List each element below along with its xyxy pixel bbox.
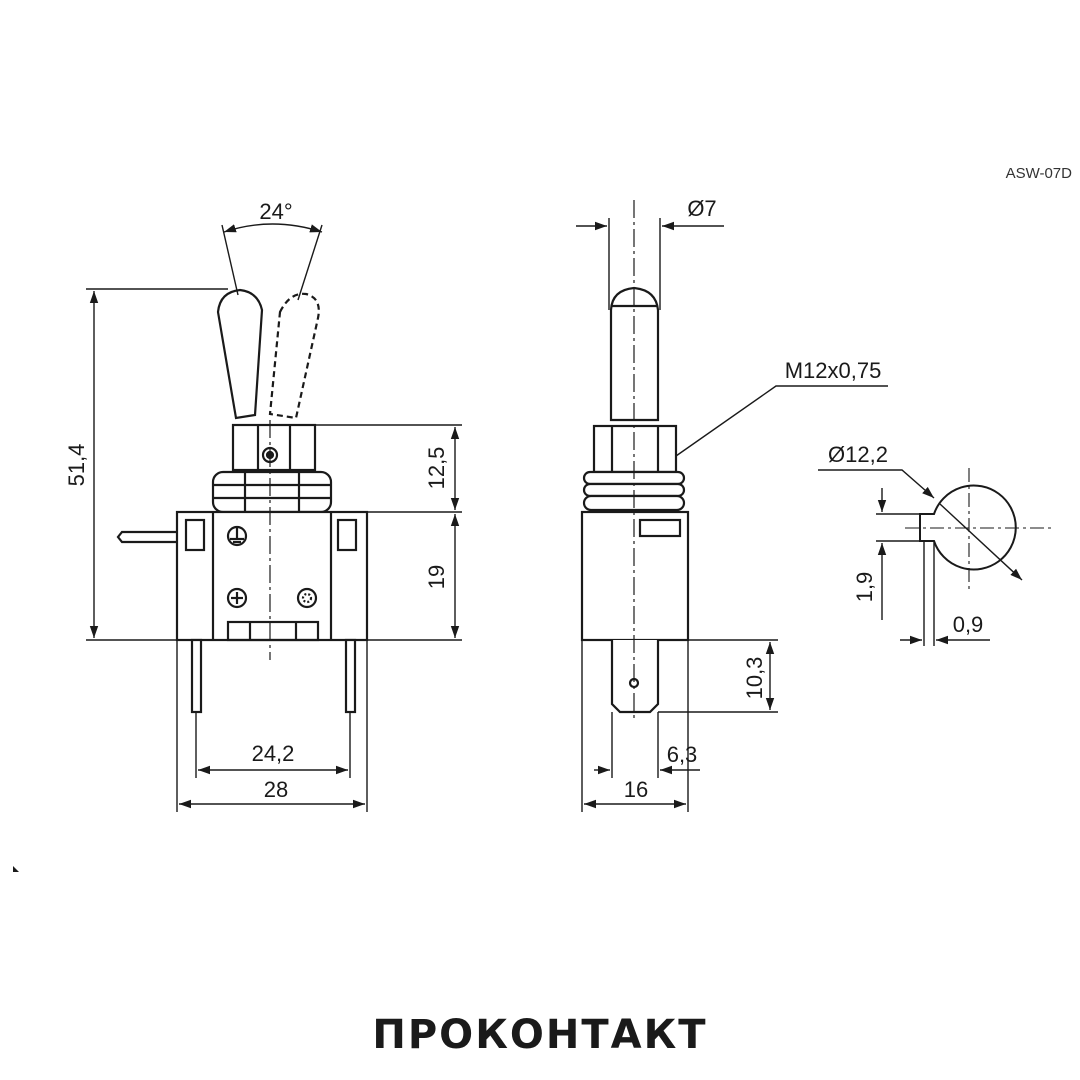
lamp-terminal-symbol bbox=[296, 587, 318, 609]
body-width-label: 28 bbox=[264, 777, 288, 802]
ground-terminal-symbol bbox=[226, 525, 248, 547]
lever-solid bbox=[216, 288, 264, 420]
positive-terminal-symbol bbox=[226, 587, 248, 609]
key-offset-label: 1,9 bbox=[852, 572, 877, 603]
terminal-spacing-label: 24,2 bbox=[252, 741, 295, 766]
terminal-width-label: 6,3 bbox=[667, 742, 698, 767]
bushing bbox=[231, 423, 317, 472]
side-body bbox=[580, 510, 690, 642]
key-width-label: 0,9 bbox=[953, 612, 984, 637]
thread-label: M12x0,75 bbox=[785, 358, 882, 383]
front-dimensions bbox=[86, 223, 462, 812]
lever-dashed bbox=[268, 292, 320, 420]
angle-label: 24° bbox=[259, 199, 292, 224]
overall-height-label: 51,4 bbox=[64, 444, 89, 487]
side-terminal bbox=[610, 640, 660, 714]
hole-diameter-label: Ø12,2 bbox=[828, 442, 888, 467]
body-depth-label: 16 bbox=[624, 777, 648, 802]
model-code: ASW-07D bbox=[1006, 165, 1073, 182]
terminal-height-label: 10,3 bbox=[742, 657, 767, 700]
nut bbox=[211, 470, 333, 514]
front-view bbox=[116, 288, 369, 714]
cutout-dimensions bbox=[818, 469, 1023, 646]
side-view bbox=[580, 200, 690, 720]
corner-mark bbox=[13, 866, 19, 872]
side-dimensions bbox=[576, 218, 888, 812]
pin-left bbox=[190, 638, 203, 714]
lever-diameter-label: Ø7 bbox=[687, 196, 716, 221]
side-bushing bbox=[592, 424, 678, 474]
brand-logo-text: ПРОКОНТАКТ bbox=[372, 1012, 708, 1058]
pin-right bbox=[344, 638, 357, 714]
side-tab bbox=[116, 530, 177, 544]
body-height-label: 19 bbox=[424, 565, 449, 589]
bushing-height-label: 12,5 bbox=[424, 447, 449, 490]
panel-cutout bbox=[905, 468, 1052, 590]
switch-body bbox=[175, 510, 369, 642]
